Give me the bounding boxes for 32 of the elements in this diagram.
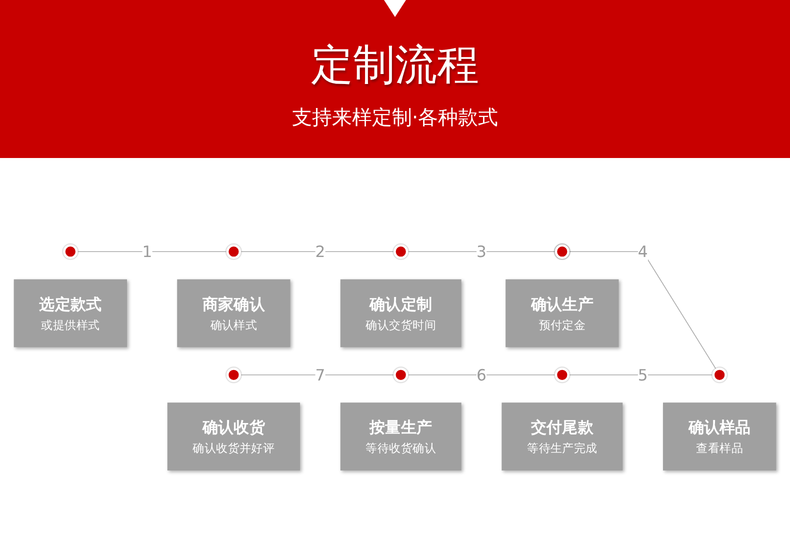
edge-label: 6 <box>476 366 486 384</box>
connector <box>568 374 714 376</box>
edge-label: 7 <box>315 366 326 384</box>
timeline-dot-icon <box>226 367 242 382</box>
timeline-dot-icon <box>554 244 570 260</box>
edge-label: 1 <box>142 242 152 261</box>
timeline-dot-icon <box>393 244 408 260</box>
step-box: 确认生产 预付定金 <box>506 279 619 348</box>
connector <box>76 251 228 252</box>
subtitle: 支持来样定制·各种款式 <box>292 104 498 130</box>
step-box: 按量生产 等待收货确认 <box>340 402 462 470</box>
connector <box>240 251 395 252</box>
timeline-dot-icon <box>226 244 242 260</box>
connector <box>406 374 556 376</box>
edge-label: 5 <box>638 366 648 384</box>
timeline-dot-icon <box>393 367 408 382</box>
diagram-title: 定制流程 <box>311 40 479 90</box>
timeline-dot-icon <box>63 244 78 260</box>
step-box: 交付尾款 等待生产完成 <box>502 402 623 470</box>
connector <box>240 374 395 376</box>
step-box: 选定款式 或提供样式 <box>14 279 127 348</box>
step-box: 确认样品 查看样品 <box>663 402 776 470</box>
connector <box>568 251 717 370</box>
step-box: 确认收货 确认收货并好评 <box>167 402 300 470</box>
step-box: 商家确认 确认样式 <box>177 279 290 348</box>
connector <box>406 251 556 252</box>
timeline-dot-icon <box>712 367 727 382</box>
step-box: 确认定制 确认交货时间 <box>340 279 462 348</box>
edge-label: 3 <box>476 242 486 261</box>
edge-label: 4 <box>638 242 648 261</box>
edge-label: 2 <box>315 242 326 261</box>
timeline-dot-icon <box>554 367 570 382</box>
